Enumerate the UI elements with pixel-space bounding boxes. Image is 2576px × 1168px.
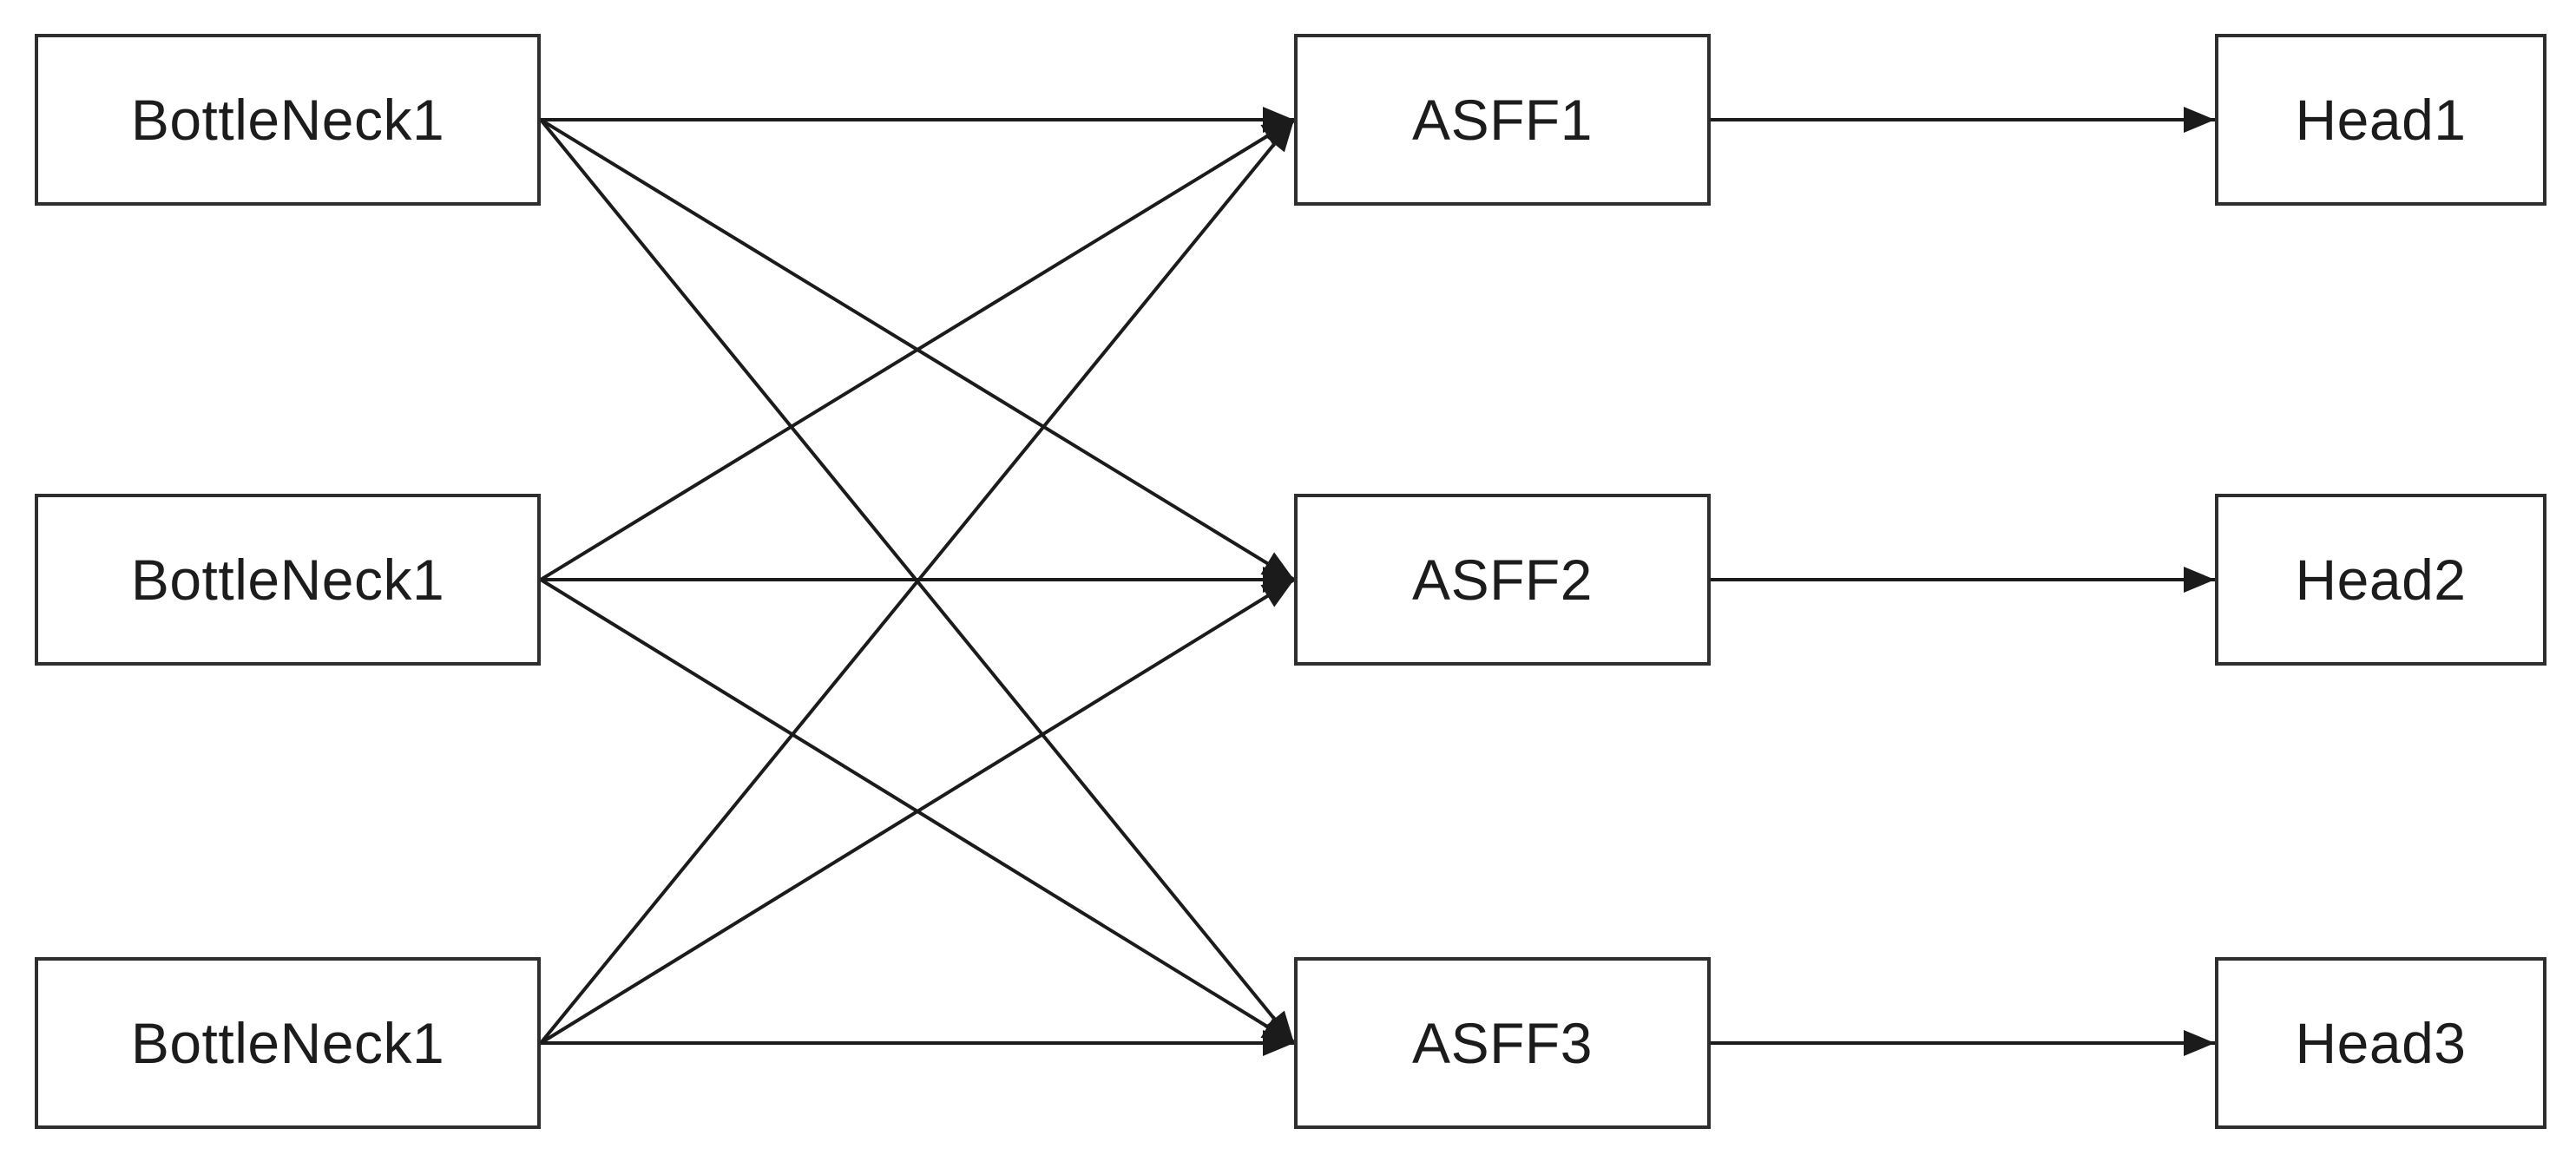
connection-arrow-bottleneck-3-to-asff-1: [539, 118, 1296, 1045]
node-bottleneck-top: BottleNeck1: [35, 34, 541, 206]
connection-arrow-bottleneck-3-to-asff-2: [539, 578, 1296, 1045]
node-bottleneck-middle: BottleNeck1: [35, 494, 541, 666]
connection-arrow-bottleneck-2-to-asff-1: [539, 118, 1296, 581]
node-head3: Head3: [2215, 957, 2546, 1129]
node-bottleneck-middle-label: BottleNeck1: [130, 548, 445, 612]
node-head2-label: Head2: [2295, 548, 2467, 612]
node-asff2-label: ASFF2: [1412, 548, 1593, 612]
node-asff2: ASFF2: [1294, 494, 1711, 666]
node-head1-label: Head1: [2295, 88, 2467, 152]
node-asff1: ASFF1: [1294, 34, 1711, 206]
node-head3-label: Head3: [2295, 1011, 2467, 1075]
node-head1: Head1: [2215, 34, 2546, 206]
node-bottleneck-top-label: BottleNeck1: [130, 88, 445, 152]
node-bottleneck-bottom: BottleNeck1: [35, 957, 541, 1129]
node-asff3: ASFF3: [1294, 957, 1711, 1129]
node-asff1-label: ASFF1: [1412, 88, 1593, 152]
node-asff3-label: ASFF3: [1412, 1011, 1593, 1075]
node-head2: Head2: [2215, 494, 2546, 666]
node-bottleneck-bottom-label: BottleNeck1: [130, 1011, 445, 1075]
